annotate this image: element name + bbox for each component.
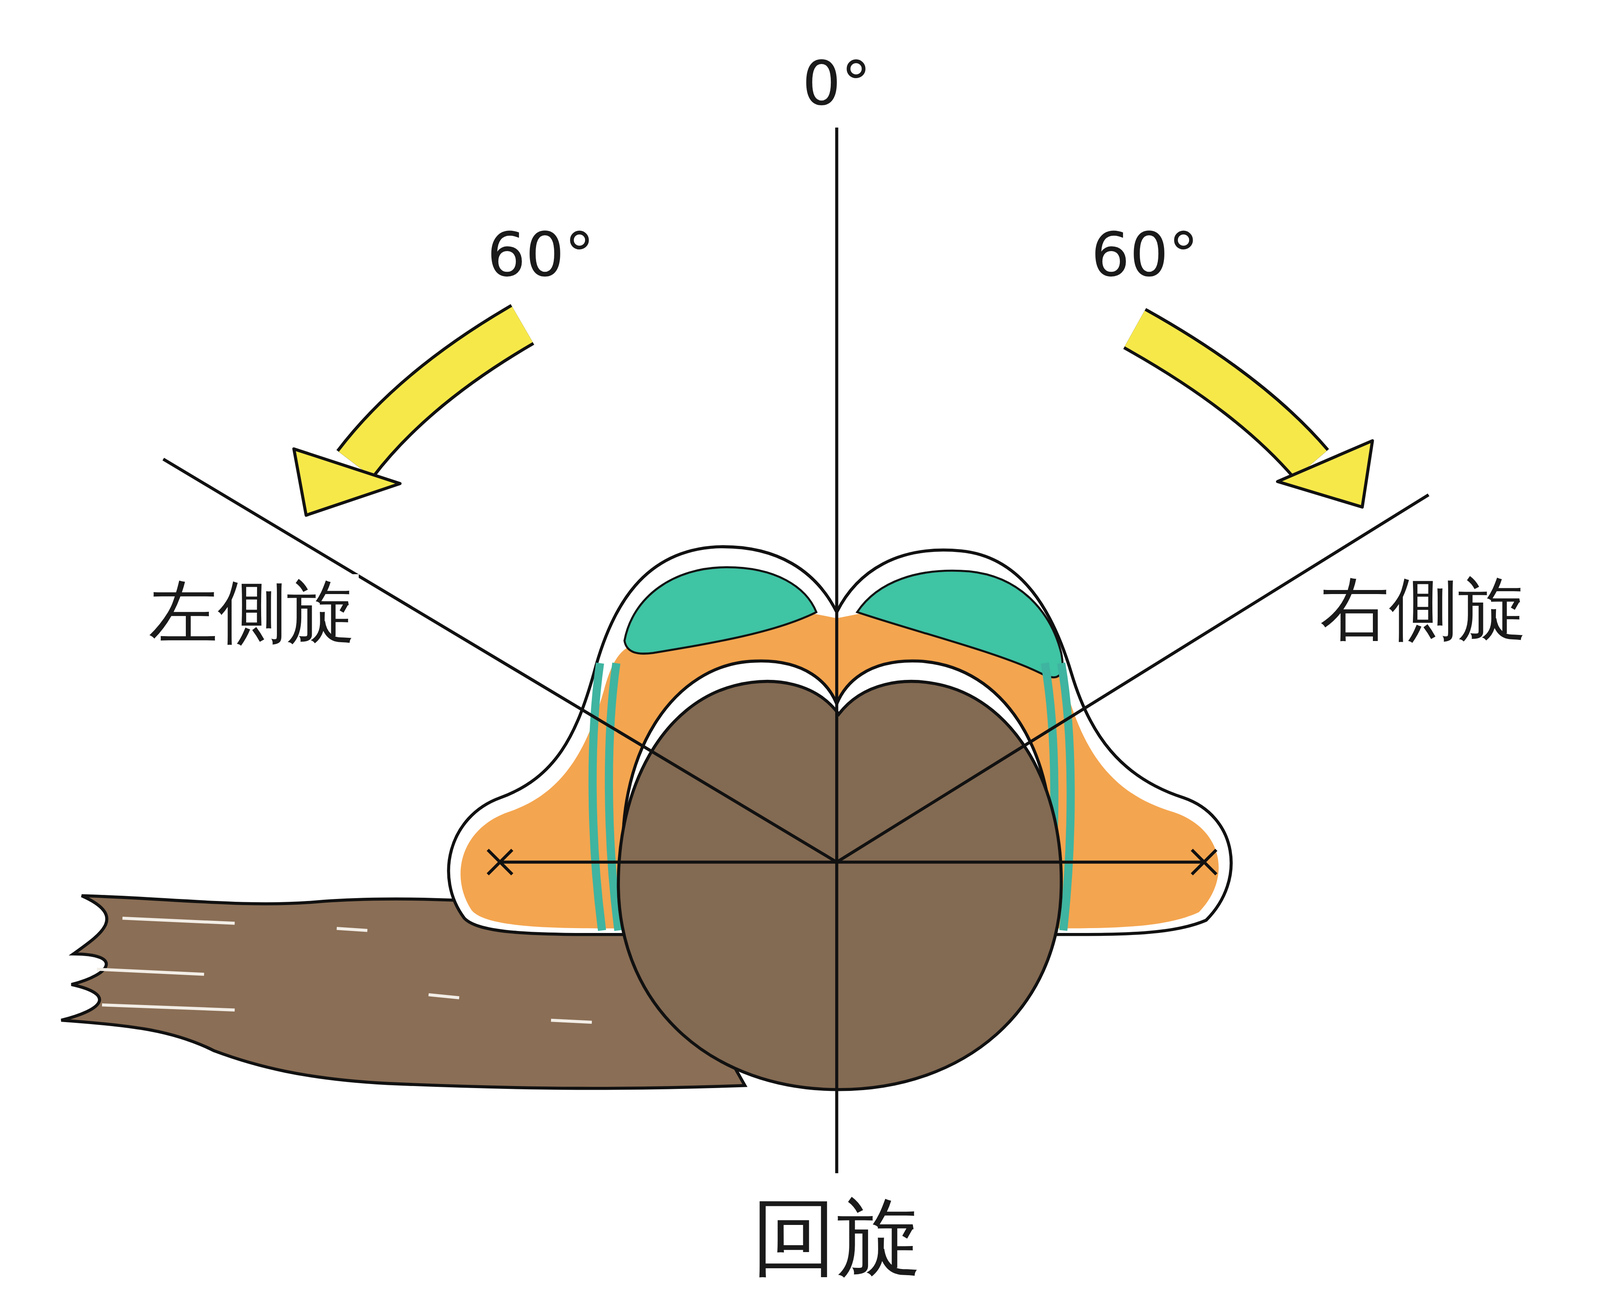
left-green-cap [624, 567, 817, 654]
direction-label: 左側旋 [145, 574, 359, 650]
angle-label: 0° [799, 50, 875, 118]
caption-text: 回旋 [748, 1190, 926, 1285]
angle-lines [163, 127, 1429, 1173]
angle-label: 60° [483, 221, 598, 289]
angle-label: 60° [1087, 221, 1203, 289]
rotation-arrows [293, 324, 1373, 515]
right-green-cap [857, 570, 1063, 678]
direction-label: 右側旋 [1317, 571, 1530, 647]
head-shape [618, 681, 1062, 1090]
